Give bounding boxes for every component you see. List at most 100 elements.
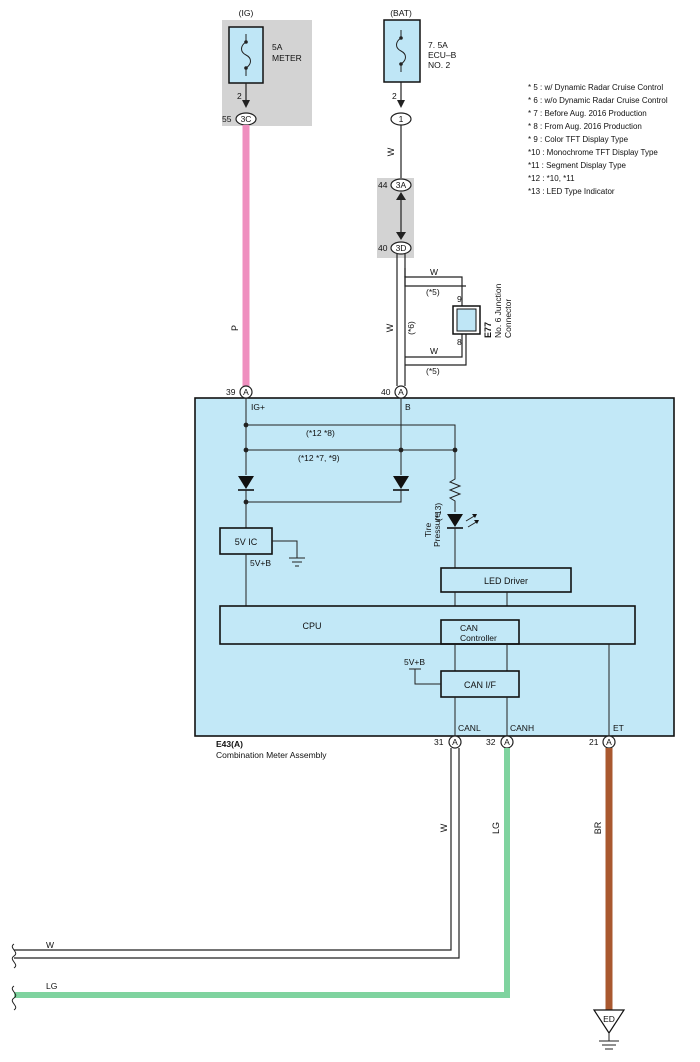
ic-5v-output: 5V+B (250, 558, 271, 568)
junction-e77-body (456, 308, 477, 332)
mark-13: (*13) (433, 503, 443, 522)
p-wire-group: P (230, 125, 250, 386)
fuse-dot-icon (244, 66, 248, 70)
junction-e77-name-1: No. 6 Junction (493, 283, 503, 338)
ground-ed-label: ED (603, 1014, 615, 1024)
arrow-down-icon (242, 100, 250, 108)
fuse-symbol-icon (241, 34, 251, 76)
led-driver-label: LED Driver (484, 576, 528, 586)
meter-body (194, 397, 675, 737)
note-9: *13 : LED Type Indicator (528, 187, 615, 196)
wire-break-icon (11, 985, 17, 1011)
wire-w-branch-top: W (430, 267, 438, 277)
connector-1-label: 1 (399, 114, 404, 124)
ic-5v-label: 5V IC (235, 537, 258, 547)
terminal-ig-pin: 39 (226, 387, 236, 397)
led-tire-pressure-icon (447, 514, 463, 527)
junction-e77-pin-top: 9 (457, 294, 462, 304)
fuse-meter-rating: 5A (272, 42, 283, 52)
wire-w-bat: W (386, 147, 396, 156)
fuse-ecub-group: (BAT) 7. 5A ECU–B NO. 2 2 1 (383, 8, 457, 126)
meter-ig-label: IG+ (251, 402, 265, 412)
terminal-canh-pin: 32 (486, 737, 496, 747)
junction-e77-id: E77 (483, 322, 493, 338)
terminal-canl (448, 735, 462, 749)
ground-ed (592, 1009, 626, 1035)
fuse-ecub-name-2: NO. 2 (428, 60, 450, 70)
wire-w-main: W (385, 323, 395, 332)
wire-lg-bottom: LG (46, 981, 57, 991)
mark-12-8: (*12 *8) (306, 428, 335, 438)
junction-e77-pin-bottom: 8 (457, 337, 462, 347)
can-if-supply: 5V+B (404, 657, 425, 667)
tire-pressure-label-1: Tire (423, 523, 433, 538)
mark-5-bottom: (*5) (426, 366, 440, 376)
notes: * 5 : w/ Dynamic Radar Cruise Control * … (528, 83, 668, 196)
junction-e77-name-2: Connector (503, 299, 513, 338)
fuse-ig-header: (IG) (239, 8, 254, 18)
can-if-label: CAN I/F (464, 680, 497, 690)
fuse-dot-icon (399, 62, 403, 66)
note-4: * 8 : From Aug. 2016 Production (528, 122, 642, 131)
terminal-b-label: A (398, 387, 404, 397)
cpu-label: CPU (302, 621, 321, 631)
diode-ig-icon (238, 476, 254, 489)
note-1: * 5 : w/ Dynamic Radar Cruise Control (528, 83, 663, 92)
note-6: *10 : Monochrome TFT Display Type (528, 148, 658, 157)
connector-3d-label: 3D (396, 243, 407, 253)
wire-w-canl: W (439, 823, 449, 832)
wire-w-branch-bottom: W (430, 346, 438, 356)
resistor-icon (448, 475, 462, 512)
meter-id: E43(A) (216, 739, 243, 749)
fuse-ecub-rating: 7. 5A (428, 40, 448, 50)
mark-12-7-9: (*12 *7, *9) (298, 453, 340, 463)
connector-3c-label: 3C (241, 114, 252, 124)
fuse-meter-pin: 2 (237, 91, 242, 101)
fuse-ecub-pin: 2 (392, 91, 397, 101)
wire-lg (14, 748, 510, 998)
terminal-canl-label: A (452, 737, 458, 747)
terminal-b-pin: 40 (381, 387, 391, 397)
note-2: * 6 : w/o Dynamic Radar Cruise Control (528, 96, 668, 105)
note-7: *11 : Segment Display Type (528, 161, 627, 170)
led-driver (440, 567, 572, 593)
arrow-down-icon (397, 100, 405, 108)
b-wire-group: W (*6) W (*5) W (*5) 9 8 E77 No. 6 Junct… (385, 254, 513, 386)
note-3: * 7 : Before Aug. 2016 Production (528, 109, 647, 118)
tire-pressure-label-2: Pressure (432, 513, 442, 547)
arrow-up-icon (396, 192, 406, 200)
fuse-dot-icon (244, 40, 248, 44)
wire-w-bottom: W (46, 940, 54, 950)
terminal-canh-label: A (504, 737, 510, 747)
lower-wiring: W W LG LG BR ED (11, 748, 626, 1050)
terminal-et-label: A (606, 737, 612, 747)
terminal-ig-label: A (243, 387, 249, 397)
connector-3d-pin: 40 (378, 243, 388, 253)
wire-lg-canh-label: LG (491, 822, 501, 834)
fuse-meter-name: METER (272, 53, 302, 63)
connector-3a (390, 178, 412, 192)
note-5: * 9 : Color TFT Display Type (528, 135, 629, 144)
wire-p-label: P (230, 325, 240, 331)
connector-3a-pin: 44 (378, 180, 388, 190)
fuse-symbol-icon (396, 30, 406, 72)
mark-6: (*6) (406, 321, 416, 335)
meter-et-label: ET (613, 723, 624, 733)
meter-canh-label: CANH (510, 723, 534, 733)
junction-3a-3d: W 3A 44 3D 40 (377, 125, 414, 258)
arrow-down-icon (396, 232, 406, 240)
meter-name: Combination Meter Assembly (216, 750, 327, 760)
connector-3c-pin: 55 (222, 114, 232, 124)
wire-break-icon (11, 943, 17, 969)
fuse-bat-header: (BAT) (390, 8, 412, 18)
meter-b-label: B (405, 402, 411, 412)
fuse-dot-icon (399, 36, 403, 40)
combination-meter: A 39 A 40 IG+ B (*12 *8) (*12 *7, *9) (194, 385, 675, 760)
wire-br-label: BR (593, 821, 603, 834)
cpu (219, 605, 636, 645)
connector-3d (390, 241, 412, 255)
diode-b-icon (393, 476, 409, 489)
can-controller-label-2: Controller (460, 633, 497, 643)
